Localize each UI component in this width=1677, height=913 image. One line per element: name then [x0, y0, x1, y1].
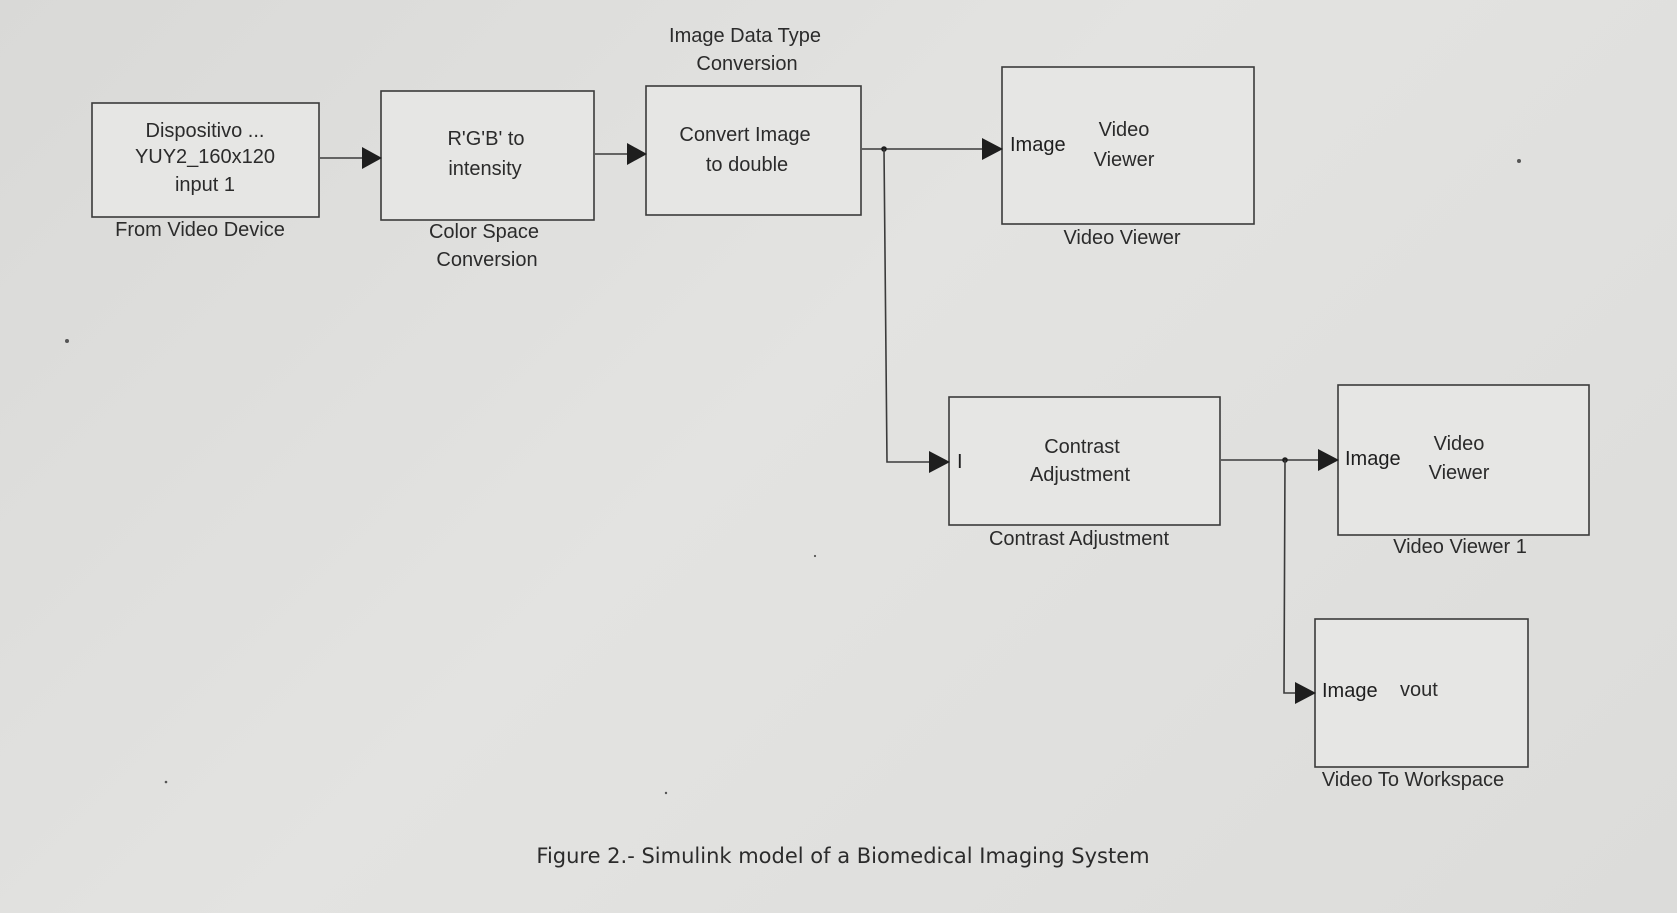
speck-4 [664, 791, 668, 795]
block-video-viewer-1[interactable]: Image Video Viewer Video Viewer 1 [1337, 384, 1590, 558]
video-viewer-line-1: Video [1099, 119, 1150, 141]
arrowhead-datatype-in [627, 143, 647, 165]
block-contrast-adjustment[interactable]: I Contrast Adjustment Contrast Adjustmen… [948, 396, 1221, 550]
video-viewer-1-box [1337, 384, 1590, 536]
color-space-conversion-label-2: Conversion [436, 249, 537, 271]
video-to-workspace-box [1314, 618, 1529, 768]
speck-2 [1517, 159, 1521, 163]
from-video-device-box [91, 102, 320, 218]
from-video-device-line-1: Dispositivo ... [146, 120, 265, 142]
video-viewer-1-line-1: Video [1434, 433, 1485, 455]
arrowhead-colorspace-in [362, 147, 382, 169]
video-viewer-1-port-label: Image [1345, 448, 1401, 470]
image-data-type-line-1: Convert Image [679, 124, 810, 146]
block-video-viewer[interactable]: Image Video Viewer Video Viewer [1001, 66, 1255, 249]
arrowhead-viewer-in [982, 138, 1003, 160]
contrast-adjustment-line-2: Adjustment [1030, 464, 1130, 486]
contrast-adjustment-label: Contrast Adjustment [989, 528, 1170, 550]
color-space-conversion-label-1: Color Space [429, 221, 539, 243]
video-viewer-line-2: Viewer [1094, 149, 1155, 171]
from-video-device-line-2: YUY2_160x120 [135, 146, 275, 168]
video-viewer-box [1001, 66, 1255, 225]
video-to-workspace-text: vout [1400, 679, 1438, 701]
video-viewer-1-line-2: Viewer [1429, 462, 1490, 484]
paper-specks [65, 159, 1521, 795]
image-data-type-box [645, 85, 862, 216]
block-video-to-workspace[interactable]: Image vout Video To Workspace [1314, 618, 1529, 791]
block-from-video-device[interactable]: Dispositivo ... YUY2_160x120 input 1 Fro… [91, 102, 320, 241]
image-data-type-label-2: Conversion [696, 53, 797, 75]
arrowhead-contrast-in [929, 451, 950, 473]
color-space-conversion-line-1: R'G'B' to [447, 128, 524, 150]
video-viewer-1-label: Video Viewer 1 [1393, 536, 1527, 558]
arrowhead-viewer-1-in [1318, 449, 1339, 471]
color-space-conversion-box [380, 90, 595, 221]
contrast-adjustment-line-1: Contrast [1044, 436, 1120, 458]
video-viewer-label: Video Viewer [1063, 227, 1180, 249]
wire-branch-to-contrast[interactable] [883, 148, 929, 463]
contrast-adjustment-port-label: I [957, 451, 963, 473]
figure-caption: Figure 2.- Simulink model of a Biomedica… [536, 844, 1149, 868]
arrowhead-workspace-in [1295, 682, 1316, 704]
contrast-adjustment-box [948, 396, 1221, 526]
video-viewer-port-label: Image [1010, 134, 1066, 156]
connections [320, 138, 1339, 704]
from-video-device-label: From Video Device [115, 219, 285, 241]
block-image-data-type-conversion[interactable]: Image Data Type Conversion Convert Image… [645, 25, 862, 216]
speck-1 [65, 339, 69, 343]
image-data-type-line-2: to double [706, 154, 788, 176]
video-to-workspace-label: Video To Workspace [1322, 769, 1504, 791]
from-video-device-line-3: input 1 [175, 174, 235, 196]
speck-5 [813, 554, 817, 558]
image-data-type-label-1: Image Data Type [669, 25, 821, 47]
wire-branch-to-workspace[interactable] [1283, 459, 1295, 694]
video-to-workspace-port-label: Image [1322, 680, 1378, 702]
color-space-conversion-line-2: intensity [448, 158, 521, 180]
block-color-space-conversion[interactable]: R'G'B' to intensity Color Space Conversi… [380, 90, 595, 271]
speck-3 [164, 780, 168, 784]
